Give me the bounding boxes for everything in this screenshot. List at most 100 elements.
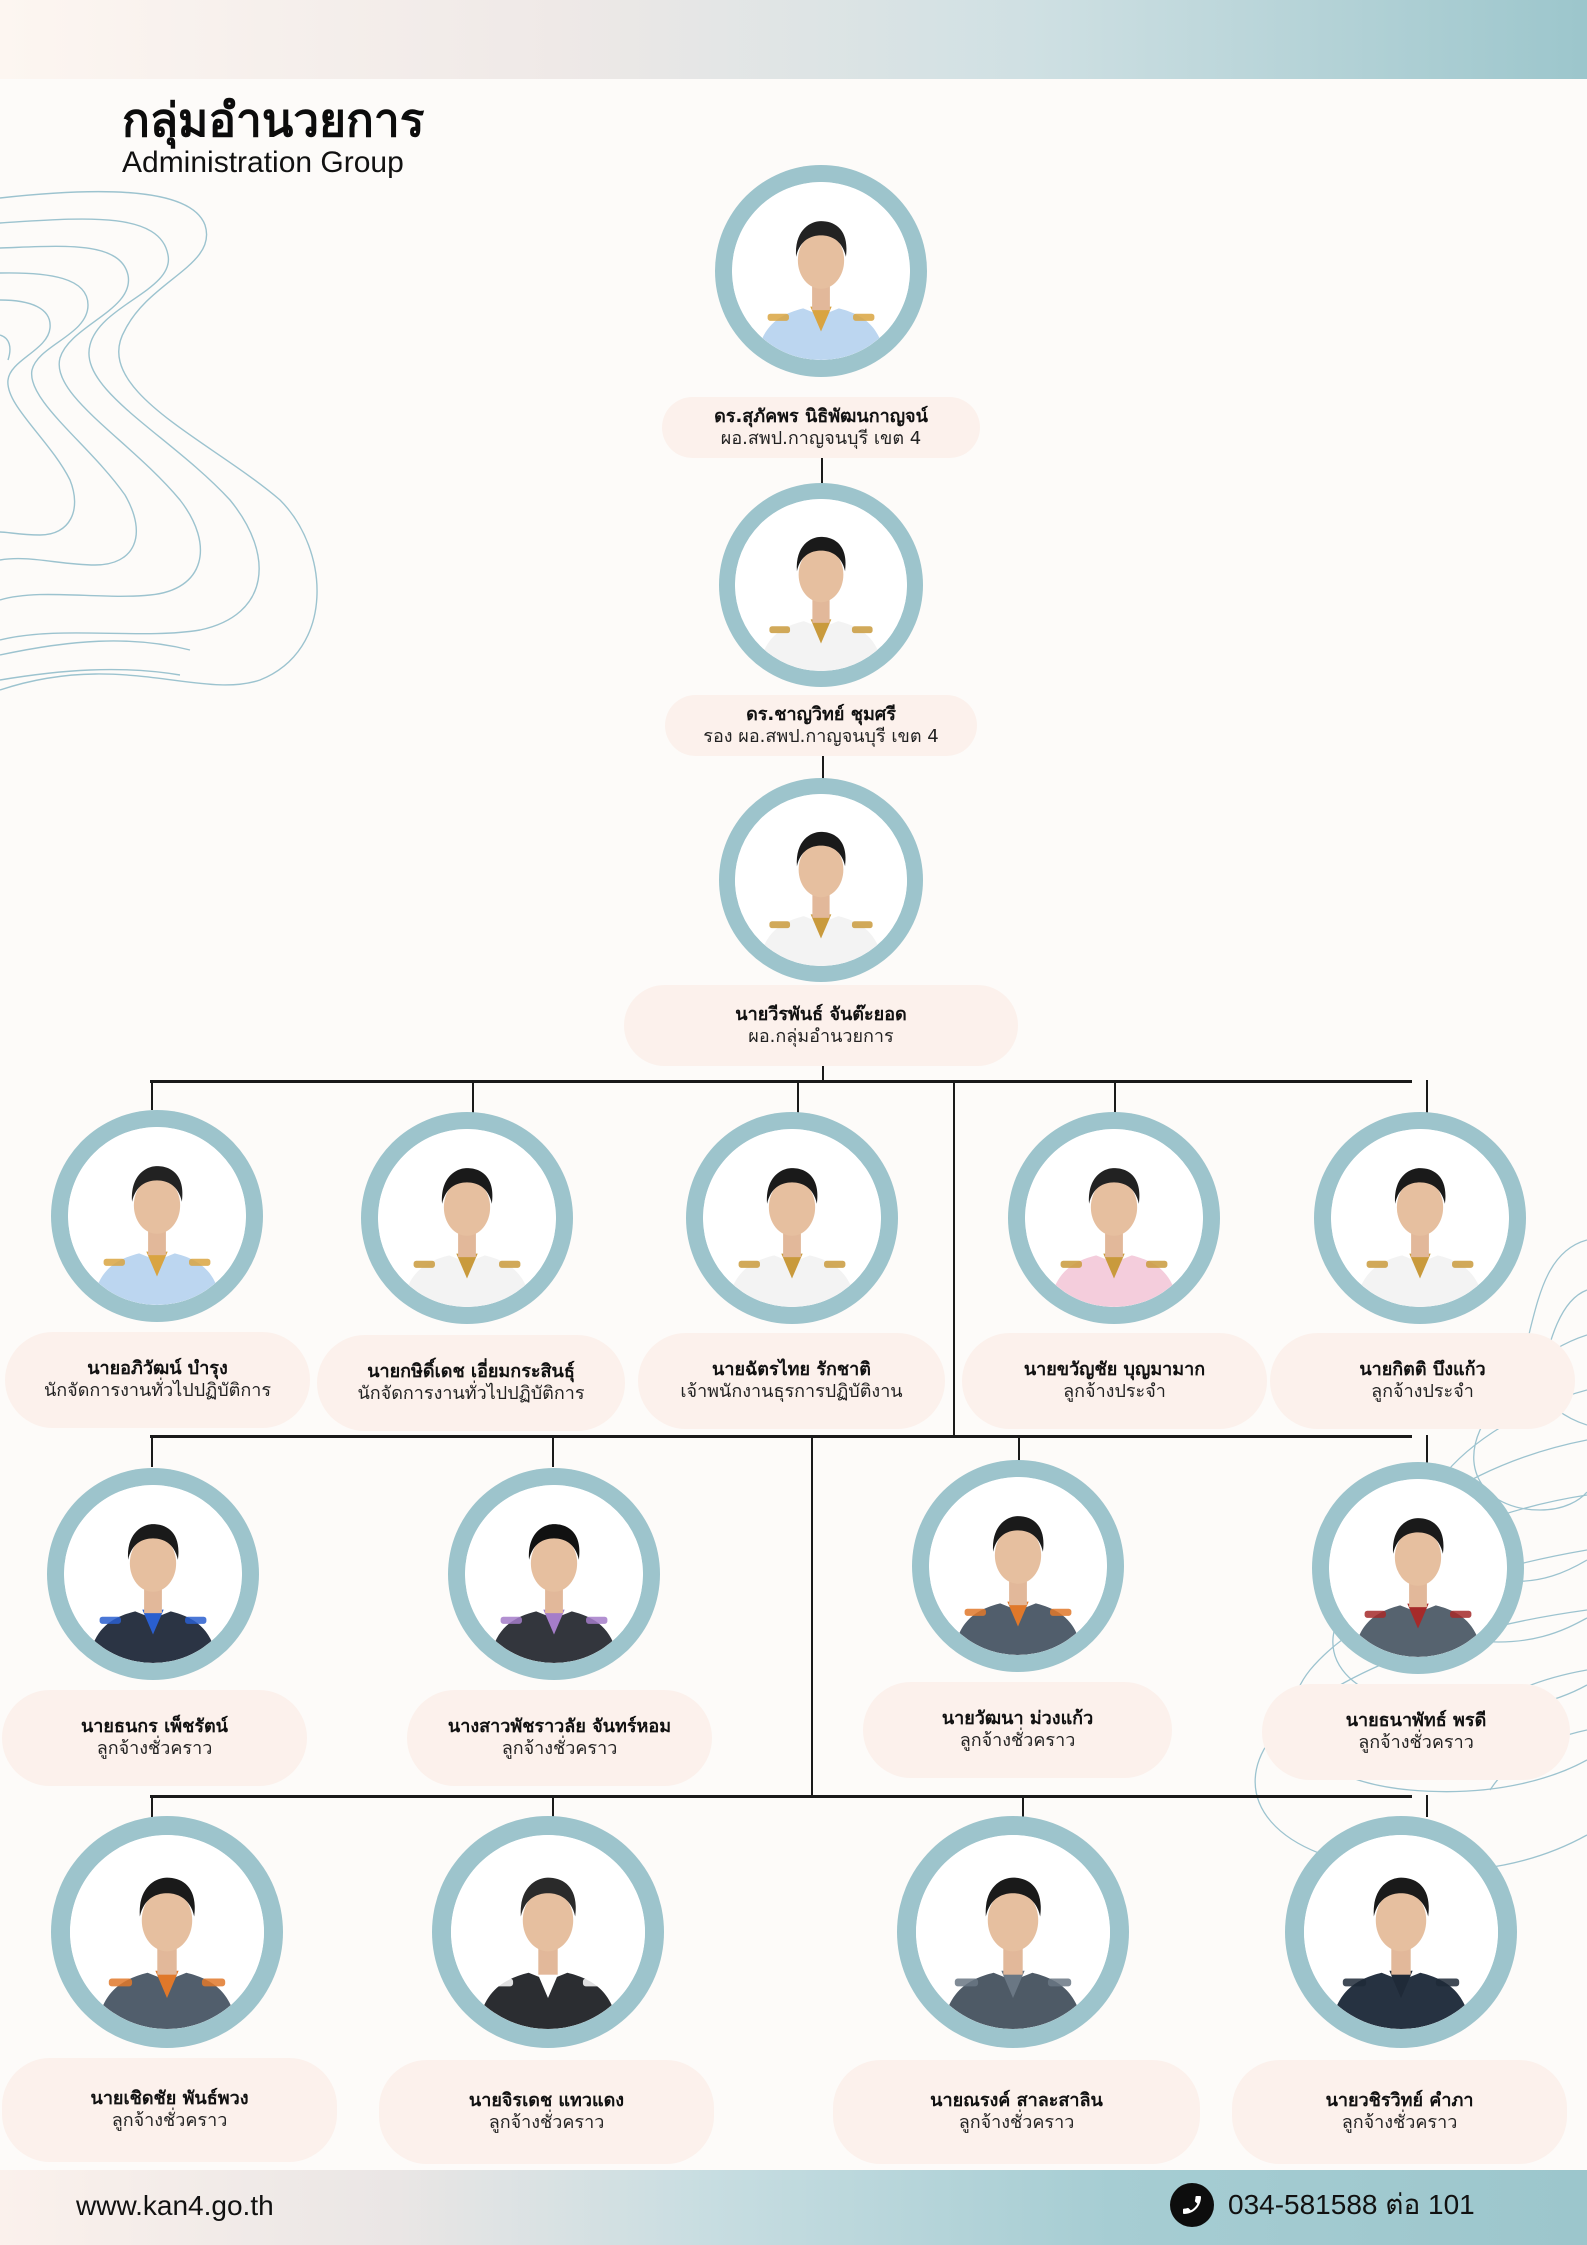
person-portrait-icon: [916, 1835, 1110, 2029]
drop-r2-1: [151, 1080, 153, 1110]
person-role: ลูกจ้างประจำ: [1371, 1381, 1474, 1402]
person-role: นักจัดการงานทั่วไปปฏิบัติการ: [43, 1380, 272, 1401]
person-portrait-icon: [735, 499, 907, 671]
person-role: ผอ.สพป.กาญจนบุรี เขต 4: [720, 427, 922, 449]
connector-3-row2: [822, 1063, 824, 1083]
person-role: ลูกจ้างชั่วคราว: [111, 2110, 228, 2131]
person-portrait-icon: [1329, 1479, 1507, 1657]
drop-r2-4: [1114, 1080, 1116, 1113]
person-portrait-icon: [735, 794, 907, 966]
avatar: [451, 1835, 645, 2029]
person-name: นางสาวพัชราวลัย จันทร์หอม: [447, 1716, 672, 1737]
person-name: นายณรงค์ สาละสาลิน: [930, 2090, 1103, 2111]
name-card: นายณรงค์ สาละสาลินลูกจ้างชั่วคราว: [833, 2060, 1200, 2164]
drop-r2-5: [1426, 1080, 1428, 1113]
person-name: นายฉัตรไทย รักชาติ: [712, 1359, 871, 1380]
avatar-ring: [686, 1112, 898, 1324]
person-name: นายธนาพัทธ์ พรดี: [1345, 1710, 1487, 1731]
drop-r3-1: [151, 1435, 153, 1467]
phone-contact[interactable]: 034-581588 ต่อ 101: [1170, 2183, 1475, 2227]
drop-r4-2: [552, 1795, 554, 1817]
person-role: เจ้าพนักงานธุรการปฏิบัติงาน: [680, 1381, 903, 1402]
name-card: นายจิรเดช แทวแดงลูกจ้างชั่วคราว: [379, 2060, 714, 2164]
avatar: [929, 1477, 1107, 1655]
person-name: นายวีรพันธ์ จันต๊ะยอด: [735, 1003, 907, 1025]
footer-band: [0, 2170, 1587, 2245]
avatar-ring: [1312, 1462, 1524, 1674]
person-role: นักจัดการงานทั่วไปปฏิบัติการ: [357, 1383, 585, 1404]
person-portrait-icon: [451, 1835, 645, 2029]
website-link[interactable]: www.kan4.go.th: [76, 2190, 274, 2221]
phone-icon: [1170, 2183, 1214, 2227]
avatar: [68, 1127, 246, 1305]
person-portrait-icon: [465, 1485, 643, 1663]
avatar-ring: [1285, 1816, 1517, 2048]
name-card: นายกษิดิ์เดช เอี่ยมกระสินธุ์นักจัดการงาน…: [317, 1335, 625, 1431]
person-name: ดร.สุภัคพร นิธิพัฒนกาญจน์: [714, 405, 928, 427]
drop-r4-1: [151, 1795, 153, 1817]
person-name: นายขวัญชัย บุญมามาก: [1023, 1359, 1206, 1380]
trunk-row2-row3: [953, 1080, 955, 1437]
row4-bus: [150, 1795, 1412, 1798]
drop-r2-2: [472, 1080, 474, 1113]
person-portrait-icon: [1331, 1129, 1509, 1307]
name-card: นายฉัตรไทย รักชาติเจ้าพนักงานธุรการปฏิบั…: [638, 1333, 945, 1429]
person-name: นายกษิดิ์เดช เอี่ยมกระสินธุ์: [367, 1361, 575, 1382]
avatar: [1304, 1835, 1498, 2029]
person-portrait-icon: [929, 1477, 1107, 1655]
person-name: นายอภิวัฒน์ บำรุง: [87, 1358, 228, 1379]
person-portrait-icon: [378, 1129, 556, 1307]
person-role: ลูกจ้างชั่วคราว: [488, 2112, 605, 2133]
avatar: [70, 1835, 264, 2029]
avatar: [1331, 1129, 1509, 1307]
avatar: [735, 499, 907, 671]
person-role: ลูกจ้างชั่วคราว: [959, 1730, 1076, 1751]
name-card: นายวชิรวิทย์ คำภาลูกจ้างชั่วคราว: [1232, 2060, 1567, 2164]
page-title-english: Administration Group: [122, 146, 404, 179]
avatar: [735, 794, 907, 966]
person-name: นายเชิดชัย พันธ์พวง: [90, 2088, 249, 2109]
person-portrait-icon: [732, 182, 910, 360]
name-card: นายวัฒนา ม่วงแก้วลูกจ้างชั่วคราว: [863, 1682, 1172, 1778]
avatar: [732, 182, 910, 360]
avatar-ring: [432, 1816, 664, 2048]
avatar-ring: [47, 1468, 259, 1680]
avatar: [378, 1129, 556, 1307]
drop-r3-3: [1018, 1435, 1020, 1461]
person-role: ลูกจ้างประจำ: [1063, 1381, 1166, 1402]
avatar-ring: [897, 1816, 1129, 2048]
avatar-ring: [448, 1468, 660, 1680]
header-band: [0, 0, 1587, 79]
avatar: [916, 1835, 1110, 2029]
name-card: ดร.ชาญวิทย์ ชุมศรีรอง ผอ.สพป.กาญจนบุรี เ…: [665, 695, 977, 756]
name-card: นายเชิดชัย พันธ์พวงลูกจ้างชั่วคราว: [2, 2058, 337, 2162]
avatar-ring: [51, 1816, 283, 2048]
person-role: ลูกจ้างชั่วคราว: [958, 2112, 1075, 2133]
avatar-ring: [1314, 1112, 1526, 1324]
person-role: ลูกจ้างชั่วคราว: [1358, 1732, 1474, 1753]
avatar-ring: [1008, 1112, 1220, 1324]
avatar-ring: [719, 483, 923, 687]
avatar-ring: [719, 778, 923, 982]
name-card: นางสาวพัชราวลัย จันทร์หอมลูกจ้างชั่วคราว: [407, 1690, 712, 1786]
phone-number: 034-581588 ต่อ 101: [1228, 2189, 1475, 2220]
contour-decoration-left: [0, 190, 318, 691]
connector-2-3: [822, 752, 824, 782]
person-portrait-icon: [703, 1129, 881, 1307]
drop-r4-4: [1426, 1795, 1428, 1817]
avatar: [1025, 1129, 1203, 1307]
connector-1-2: [821, 458, 823, 488]
trunk-row3-row4: [811, 1435, 813, 1797]
person-role: ลูกจ้างชั่วคราว: [96, 1738, 213, 1759]
name-card: นายธนาพัทธ์ พรดีลูกจ้างชั่วคราว: [1262, 1684, 1570, 1780]
drop-r4-3: [1022, 1795, 1024, 1817]
avatar-ring: [715, 165, 927, 377]
person-name: ดร.ชาญวิทย์ ชุมศรี: [746, 703, 896, 725]
drop-r3-4: [1426, 1435, 1428, 1467]
page-title-thai: กลุ่มอำนวยการ: [122, 93, 425, 147]
drop-r3-2: [552, 1435, 554, 1467]
name-card: นายธนกร เพ็ชรัตน์ลูกจ้างชั่วคราว: [2, 1690, 307, 1786]
person-name: นายกิตติ บึงแก้ว: [1359, 1359, 1486, 1380]
name-card: นายวีรพันธ์ จันต๊ะยอดผอ.กลุ่มอำนวยการ: [624, 985, 1018, 1066]
name-card: นายกิตติ บึงแก้วลูกจ้างประจำ: [1270, 1333, 1575, 1429]
